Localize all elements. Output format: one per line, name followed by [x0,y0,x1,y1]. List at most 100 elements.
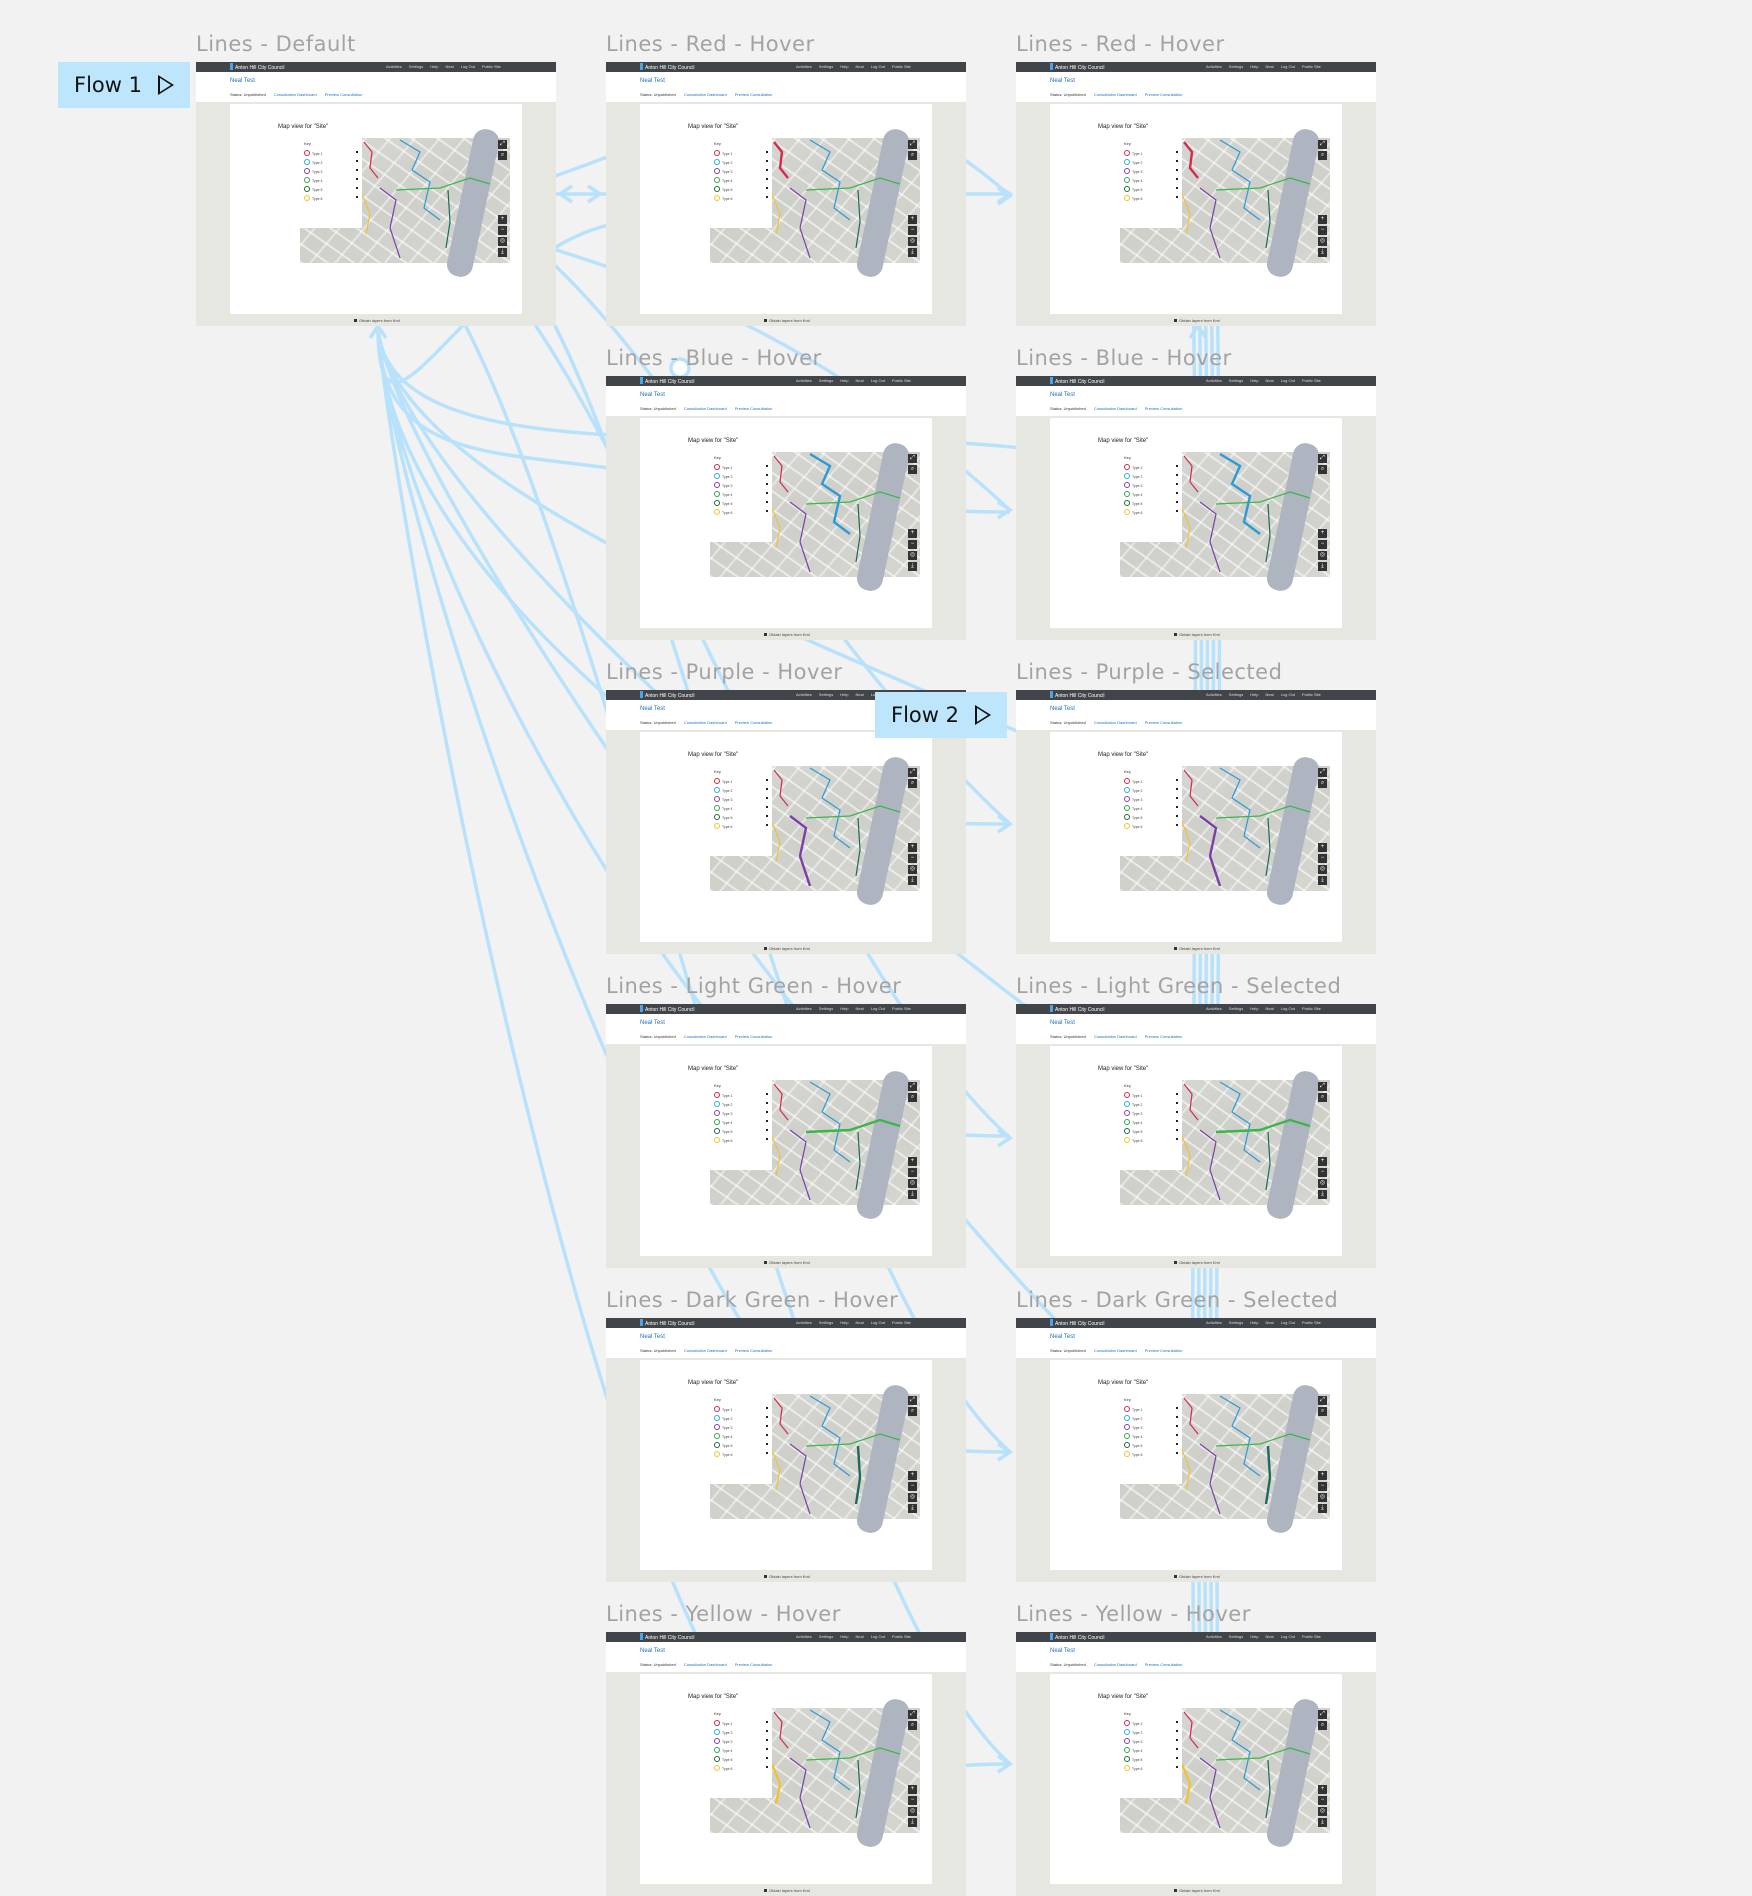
legend-toggle-icon[interactable] [1176,160,1178,162]
map-tool-button[interactable]: ◎ [1318,865,1327,874]
map-tool-button[interactable]: ⌕ [908,1093,917,1102]
nav-item[interactable]: Public Site [1301,1320,1321,1325]
legend-toggle-icon[interactable] [766,492,768,494]
map-tool-button[interactable]: ⤓ [1318,1818,1327,1827]
nav-item[interactable]: Neal [855,692,864,697]
legend-toggle-icon[interactable] [1176,510,1178,512]
nav-item[interactable]: Log Out [1280,1006,1295,1011]
nav-item[interactable]: Neal [855,1006,864,1011]
nav-item[interactable]: Neal [855,64,864,69]
map-line-yellow[interactable] [1181,1135,1191,1177]
legend-toggle-icon[interactable] [766,187,768,189]
frame-title[interactable]: Lines - Yellow - Hover [1016,1602,1251,1626]
map-tool-button[interactable]: ⤓ [908,876,917,885]
legend-toggle-icon[interactable] [1176,1129,1178,1131]
brand-logo[interactable]: Anton Hill City Council [640,63,694,71]
map-tool-button[interactable]: ⌕ [908,1407,917,1416]
map-lines[interactable] [710,1708,920,1833]
legend-item[interactable]: Type 4 [1124,1433,1178,1439]
legend-toggle-icon[interactable] [1176,483,1178,485]
header-link[interactable]: Consultation Dashboard [1093,720,1137,725]
legend-toggle-icon[interactable] [1176,1416,1178,1418]
legend-toggle-icon[interactable] [1176,169,1178,171]
map-tool-button[interactable]: ⤓ [1318,1190,1327,1199]
map-line-red[interactable] [363,141,379,179]
map-line-light-green[interactable] [1215,1118,1311,1134]
nav-item[interactable]: Neal [1265,1320,1274,1325]
legend-toggle-icon[interactable] [766,1425,768,1427]
legend-item[interactable]: Type 2 [714,787,768,793]
legend-item[interactable]: Type 5 [1124,1442,1178,1448]
map-line-yellow[interactable] [771,821,781,863]
legend-toggle-icon[interactable] [1176,1434,1178,1436]
map-tool-button[interactable]: ⤓ [908,1818,917,1827]
legend-item[interactable]: Type 3 [714,168,768,174]
map-line-purple[interactable] [1199,815,1222,887]
legend-toggle-icon[interactable] [766,1748,768,1750]
kml-footer-link[interactable]: Obtain layers from Kml [764,318,810,323]
legend-toggle-icon[interactable] [1176,465,1178,467]
map-line-light-green[interactable] [1215,1433,1311,1447]
legend-toggle-icon[interactable] [356,151,358,153]
legend-toggle-icon[interactable] [766,474,768,476]
nav-item[interactable]: Neal [855,1634,864,1639]
kml-footer-link[interactable]: Obtain layers from Kml [1174,1574,1220,1579]
map-tool-button[interactable]: − [908,226,917,235]
nav-item[interactable]: Activities [796,378,812,383]
legend-toggle-icon[interactable] [766,169,768,171]
nav-item[interactable]: Help [1250,1006,1259,1011]
map-tool-button[interactable]: − [1318,226,1327,235]
legend-toggle-icon[interactable] [1176,1766,1178,1768]
legend-item[interactable]: Type 3 [1124,482,1178,488]
nav-item[interactable]: Activities [1206,1320,1222,1325]
nav-item[interactable]: Neal [1265,1634,1274,1639]
map-line-yellow[interactable] [1181,1449,1191,1491]
legend-toggle-icon[interactable] [1176,1102,1178,1104]
map-lines[interactable] [1120,452,1330,577]
map-tool-button[interactable]: ⌕ [908,1721,917,1730]
legend-item[interactable]: Type 6 [1124,823,1178,829]
legend-item[interactable]: Type 2 [1124,1729,1178,1735]
frame-title[interactable]: Lines - Dark Green - Selected [1016,1288,1339,1312]
legend-item[interactable]: Type 3 [1124,1424,1178,1430]
nav-item[interactable]: Settings [1228,378,1244,383]
map-line-light-green[interactable] [805,1747,901,1761]
legend-toggle-icon[interactable] [766,465,768,467]
nav-item[interactable]: Log Out [1280,692,1295,697]
legend-toggle-icon[interactable] [766,797,768,799]
nav-item[interactable]: Activities [796,1634,812,1639]
map-lines[interactable] [1120,1394,1330,1519]
nav-item[interactable]: Neal [1265,64,1274,69]
legend-item[interactable]: Type 2 [714,1729,768,1735]
brand-logo[interactable]: Anton Hill City Council [640,1005,694,1013]
map-tool-button[interactable]: ⌕ [1318,1093,1327,1102]
map-line-yellow[interactable] [771,193,781,235]
legend-toggle-icon[interactable] [1176,187,1178,189]
map-line-red[interactable] [773,769,789,807]
header-link[interactable]: Preview Consultation [1144,92,1183,97]
map-tool-button[interactable]: + [498,215,507,224]
legend-toggle-icon[interactable] [1176,815,1178,817]
map-tool-button[interactable]: − [1318,854,1327,863]
nav-item[interactable]: Public Site [891,378,911,383]
frame-title[interactable]: Lines - Yellow - Hover [606,1602,841,1626]
header-link[interactable]: Consultation Dashboard [683,406,727,411]
map-line-blue[interactable] [1219,139,1261,221]
nav-item[interactable]: Settings [818,692,834,697]
brand-logo[interactable]: Anton Hill City Council [640,1633,694,1641]
map-lines[interactable] [710,1080,920,1205]
nav-item[interactable]: Help [840,692,849,697]
legend-toggle-icon[interactable] [1176,178,1178,180]
header-link[interactable]: Preview Consultation [1144,406,1183,411]
legend-item[interactable]: Type 5 [714,1442,768,1448]
legend-item[interactable]: Type 1 [1124,464,1178,470]
map-line-yellow[interactable] [361,193,371,235]
map-lines[interactable] [710,138,920,263]
legend-item[interactable]: Type 4 [1124,1119,1178,1125]
nav-item[interactable]: Activities [1206,1006,1222,1011]
kml-footer-link[interactable]: Obtain layers from Kml [1174,1260,1220,1265]
legend-item[interactable]: Type 3 [1124,168,1178,174]
